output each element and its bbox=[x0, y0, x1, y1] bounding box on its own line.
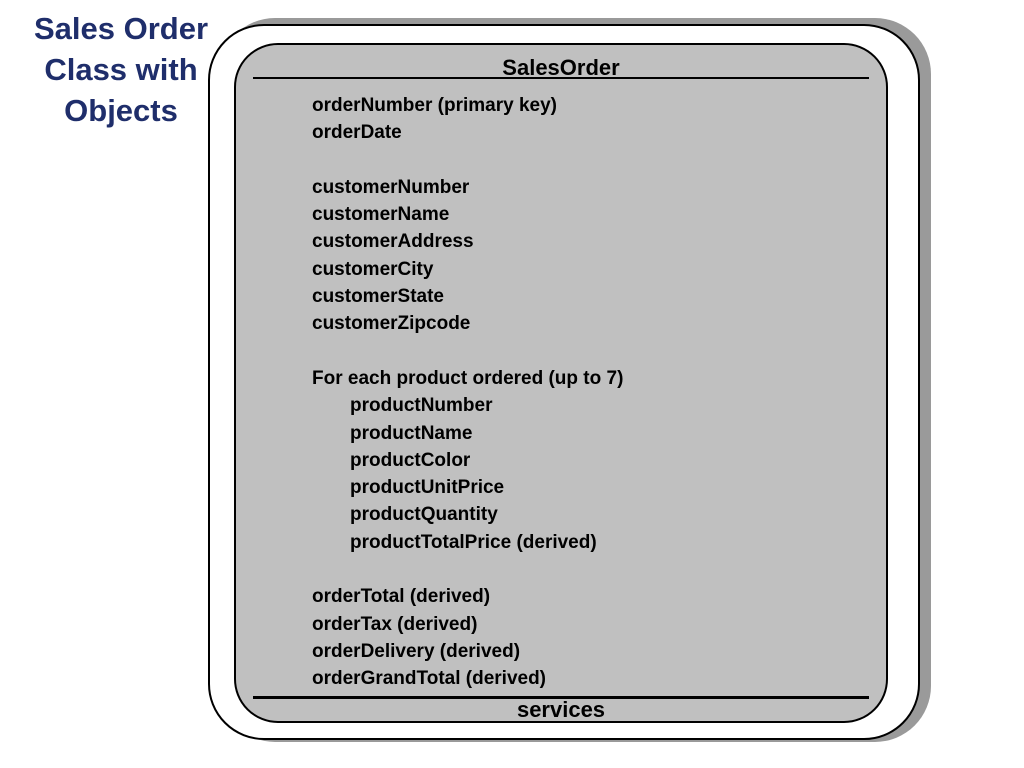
attribute: customerCity bbox=[312, 258, 434, 280]
attribute: customerZipcode bbox=[312, 313, 471, 335]
class-box: SalesOrder bbox=[234, 43, 888, 723]
slide-title-line: Objects bbox=[64, 93, 178, 128]
attribute: orderTax (derived) bbox=[312, 613, 478, 635]
slide-title: Sales Order Class with Objects bbox=[12, 8, 230, 131]
attribute: productTotalPrice (derived) bbox=[350, 531, 597, 553]
attribute: orderDelivery (derived) bbox=[312, 640, 521, 662]
attribute: productNumber bbox=[350, 395, 493, 417]
attribute: productUnitPrice bbox=[350, 477, 505, 499]
slide-title-line: Sales Order bbox=[33, 11, 209, 46]
attribute: productColor bbox=[350, 449, 471, 471]
attribute-spacer bbox=[312, 556, 623, 583]
attribute: customerNumber bbox=[312, 176, 470, 198]
services-label: services bbox=[516, 697, 606, 722]
attribute-spacer bbox=[312, 338, 623, 365]
attribute: customerState bbox=[312, 286, 444, 308]
attribute: orderTotal (derived) bbox=[312, 586, 491, 608]
class-name: SalesOrder bbox=[502, 55, 620, 80]
services-divider bbox=[253, 696, 869, 699]
class-name-divider bbox=[253, 77, 869, 79]
attribute: customerName bbox=[312, 204, 450, 226]
attribute-group-heading: For each product ordered (up to 7) bbox=[312, 367, 624, 389]
attribute: productName bbox=[350, 422, 473, 444]
slide-title-line: Class with bbox=[44, 52, 198, 87]
attribute: customerAddress bbox=[312, 231, 474, 253]
attribute: productQuantity bbox=[350, 504, 498, 526]
attribute: orderDate bbox=[312, 122, 402, 144]
attribute-list: orderNumber (primary key) orderDate cust… bbox=[312, 92, 623, 693]
attribute: orderGrandTotal (derived) bbox=[312, 668, 547, 690]
attribute: orderNumber (primary key) bbox=[312, 95, 557, 116]
attribute-spacer bbox=[312, 147, 623, 174]
